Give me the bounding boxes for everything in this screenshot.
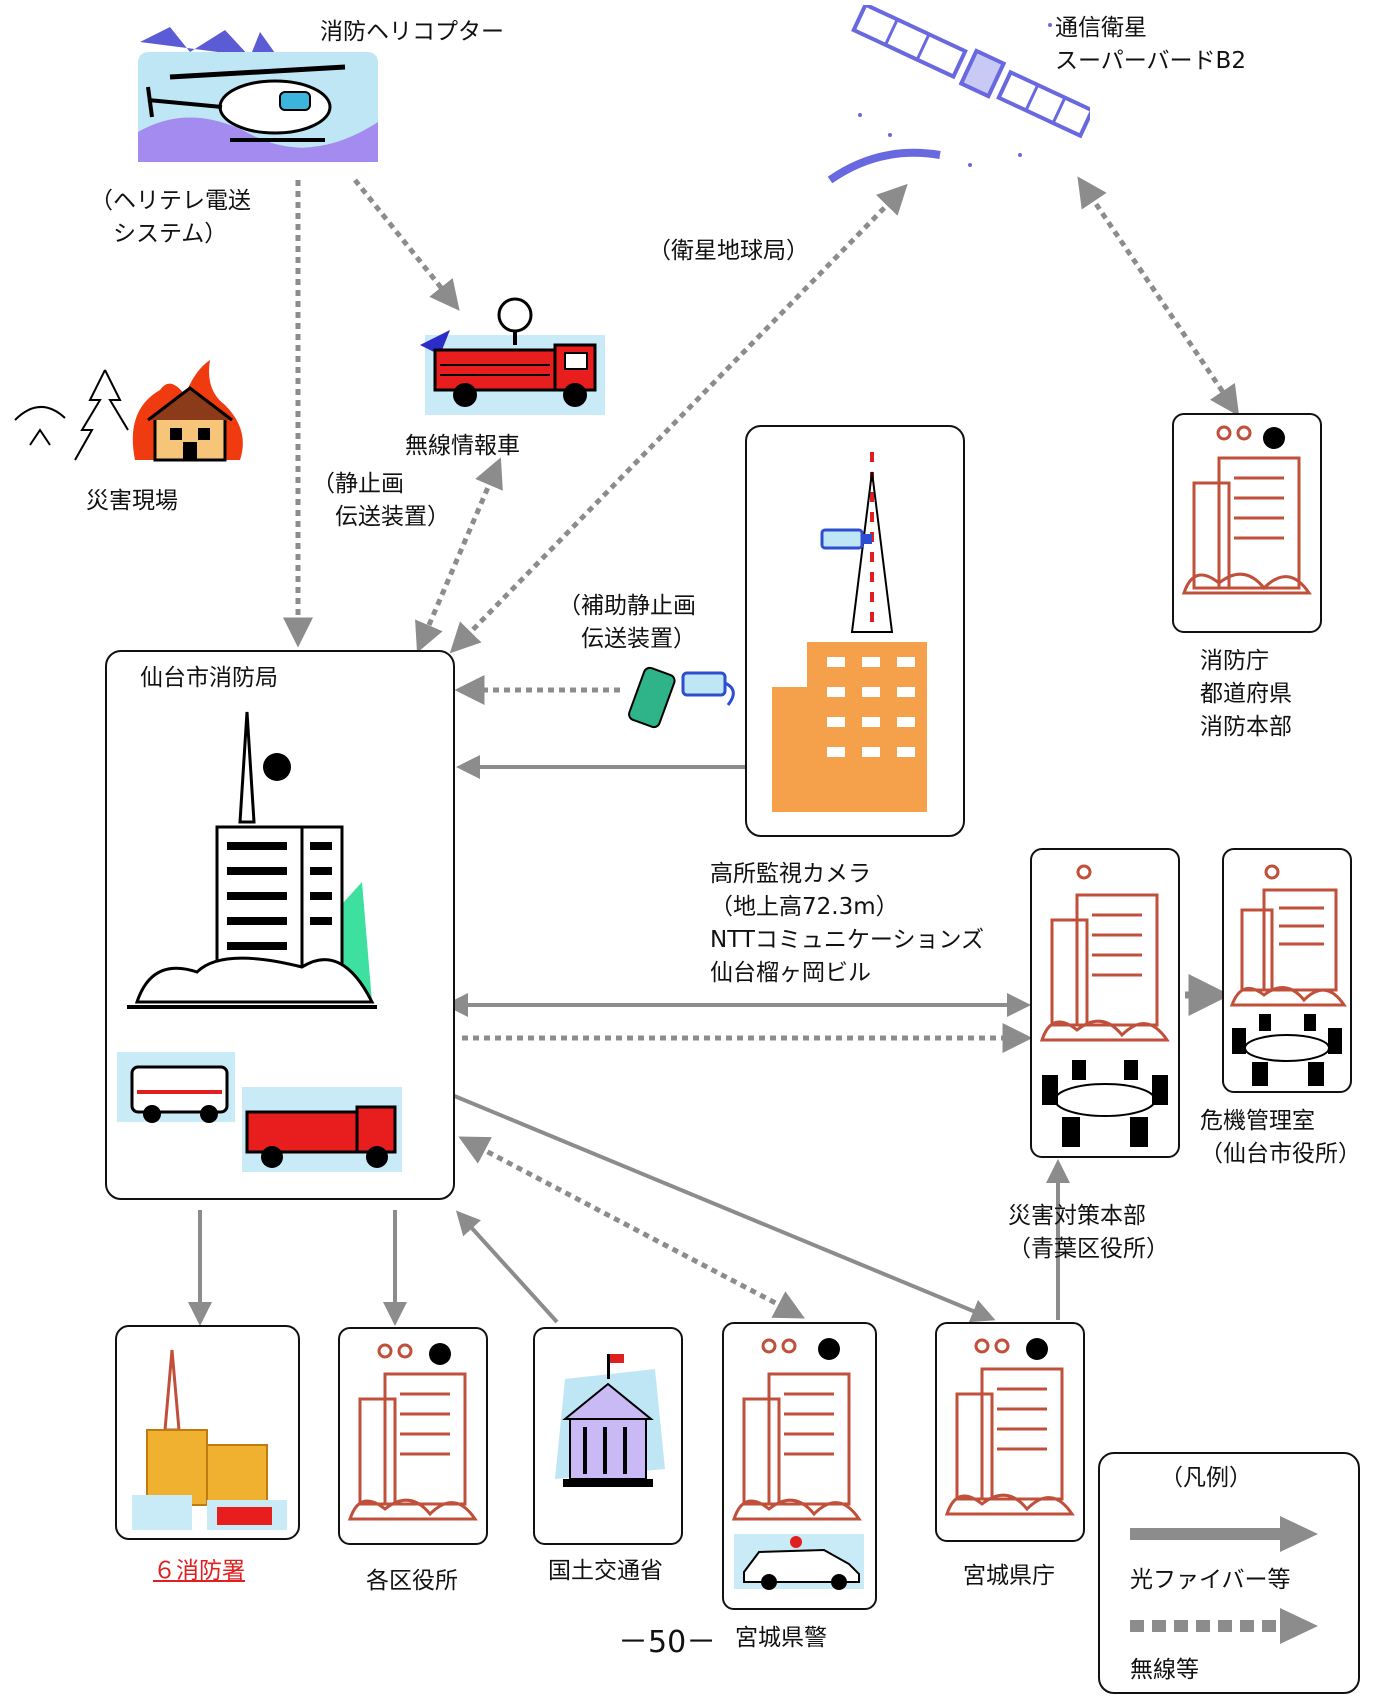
meeting-table-icon [1042,1060,1168,1147]
ambulance-icon [117,1052,235,1123]
office-building-icon [1039,864,1170,1042]
helicopter-label: 消防ヘリコプター [320,19,504,45]
link-satellite-fdma [1077,176,1240,417]
legend-wireless-arrow [1130,1608,1318,1644]
fire-bureau-box: 仙台市消防局 [105,650,455,1200]
police-box [722,1322,877,1610]
wards-label: 各区役所 [366,1568,458,1594]
office-building-icon [944,1338,1075,1516]
office-building-icon [1229,864,1347,1007]
mlit-label: 国土交通省 [548,1558,663,1584]
prefecture-label: 宮城県庁 [963,1563,1055,1589]
cctv-camera-icon [820,528,872,550]
tower-building-icon [772,452,927,812]
mlit-box [533,1327,683,1545]
legend-wireless-label: 無線等 [1130,1657,1199,1683]
legend-wired-label: 光ファイバー等 [1130,1567,1291,1593]
police-label: 宮城県警 [735,1625,827,1651]
office-building-icon [731,1338,862,1521]
disaster-site-label: 災害現場 [86,488,178,514]
link-bureau-prefecture [451,1093,996,1323]
legend-title: （凡例） [1160,1465,1252,1491]
camera-building-box [745,425,965,837]
police-car-icon [734,1534,864,1590]
page-number: －50－ [618,1625,717,1660]
tower-building-icon [127,711,377,1009]
satellite-icon [827,2,1095,184]
fdma-box [1172,413,1322,633]
crisis-room-label: 危機管理室 （仙台市役所） [1200,1108,1361,1167]
link-police-bureau [458,1136,805,1319]
office-building-icon [347,1343,478,1521]
legend-box: （凡例） 光ファイバー等 無線等 [1098,1452,1360,1694]
disaster-site [10,350,250,470]
disaster-hq-label: 災害対策本部 （青葉区役所） [1008,1203,1169,1262]
fdma-label: 消防庁 都道府県 消防本部 [1200,648,1292,740]
disaster-hq-box [1030,848,1180,1158]
sat-earth-label: （衛星地球局） [648,238,809,264]
aux-still-label: （補助静止画 伝送装置） [558,593,696,652]
helicopter-icon [138,27,378,162]
fire-station-icon [132,1349,287,1530]
legend-wired-arrow [1130,1516,1318,1552]
office-building-icon [1181,425,1312,595]
burning-house-icon [14,360,243,462]
radio-car [420,295,610,425]
satellite-label: 通信衛星 スーパーバードB2 [1055,15,1246,74]
fire-truck-icon [420,297,605,415]
fire-bureau-label: 仙台市消防局 [140,665,278,691]
camera-label: 高所監視カメラ （地上高72.3m） NTTコミュニケーションズ 仙台榴ヶ岡ビル [710,861,984,986]
helicopter [130,22,380,172]
government-building-icon [555,1354,665,1487]
wards-box [338,1327,488,1545]
radio-car-label: 無線情報車 [405,433,520,459]
link-mlit-bureau [455,1210,559,1324]
six-stations-link[interactable]: ６消防署 [153,1558,245,1584]
aux-still-device [628,655,743,730]
prefecture-box [935,1322,1085,1542]
link-satellite-bureau [449,183,908,654]
satellite [820,2,1095,195]
fire-truck-icon [242,1087,402,1172]
meeting-table-icon [1232,1014,1342,1086]
six-stations-box [115,1325,300,1540]
link-heli-to-radio-car [353,178,460,311]
crisis-room-box [1222,848,1352,1093]
mobile-phone-icon [628,666,735,729]
still-image-label: （静止画 伝送装置） [312,471,450,530]
heli-tele-label: （ヘリテレ電送 システム） [90,188,251,247]
